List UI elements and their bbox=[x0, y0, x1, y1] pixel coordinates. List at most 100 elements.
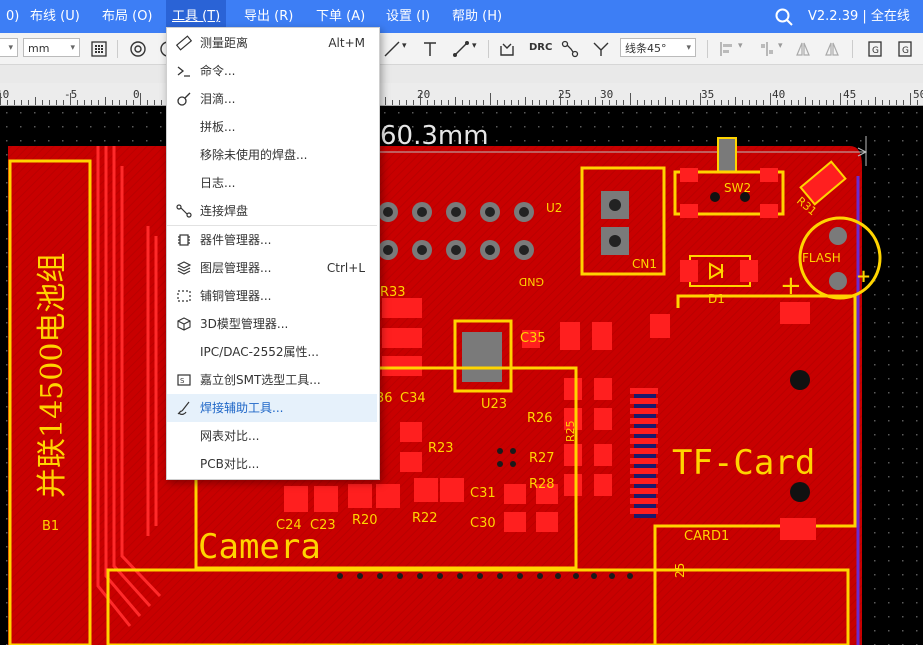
camera-label: Camera bbox=[198, 527, 321, 567]
menu-item-layer-manager[interactable]: 图层管理器... Ctrl+L bbox=[167, 254, 377, 282]
menu-item-connect-pads[interactable]: 连接焊盘 bbox=[167, 197, 377, 225]
r23-label: R23 bbox=[428, 441, 454, 456]
line-icon[interactable] bbox=[383, 40, 401, 58]
ruler-tick bbox=[441, 100, 442, 105]
menu-item-teardrop[interactable]: 泪滴... bbox=[167, 85, 377, 113]
menu-settings[interactable]: 设置 (I) bbox=[386, 9, 431, 24]
ruler-tick bbox=[49, 100, 50, 105]
dimension-text: 60.3mm bbox=[380, 121, 489, 151]
ruler-tick bbox=[154, 100, 155, 105]
ruler-tick bbox=[84, 100, 85, 105]
distribute-icon[interactable] bbox=[758, 40, 776, 58]
menu-item-smt-selector[interactable]: S 嘉立创SMT选型工具... bbox=[167, 366, 377, 394]
flip-vertical-icon[interactable] bbox=[823, 40, 841, 58]
grid-icon[interactable] bbox=[90, 40, 108, 58]
r27-label: R27 bbox=[529, 451, 555, 466]
chevron-down-icon[interactable]: ▾ bbox=[738, 41, 743, 51]
import-changes-icon[interactable] bbox=[498, 40, 516, 58]
menu-help[interactable]: 帮助 (H) bbox=[452, 9, 503, 24]
menu-routing[interactable]: 布线 (U) bbox=[30, 9, 80, 24]
ruler-tick bbox=[560, 93, 561, 105]
route-icon[interactable] bbox=[561, 40, 579, 58]
menu-item-pour-manager[interactable]: 铺铜管理器... bbox=[167, 282, 377, 310]
text-icon[interactable] bbox=[421, 40, 439, 58]
ruler-tick bbox=[126, 100, 127, 105]
ruler-tick bbox=[28, 100, 29, 105]
ruler-tick bbox=[539, 100, 540, 105]
trace-group-left bbox=[96, 146, 162, 627]
chevron-down-icon: ▾ bbox=[70, 43, 75, 53]
menu-item-label: 嘉立创SMT选型工具... bbox=[200, 373, 321, 387]
chevron-down-icon[interactable]: ▾ bbox=[778, 41, 783, 51]
dimension-icon[interactable] bbox=[452, 40, 470, 58]
chevron-down-icon: ▾ bbox=[8, 43, 13, 53]
menu-item-netlist-compare[interactable]: 网表对比... bbox=[167, 422, 377, 450]
menu-layout[interactable]: 布局 (O) bbox=[102, 9, 153, 24]
chip-icon bbox=[178, 234, 190, 246]
ruler-tick bbox=[63, 100, 64, 105]
pcb-board[interactable]: 60.3mm 并联14500电池组 B1 U2 GND CN1 SW2 R3 bbox=[0, 106, 923, 645]
menu-item-ipc-properties[interactable]: IPC/DAC-2552属性... bbox=[167, 338, 377, 366]
ruler-tick bbox=[889, 100, 890, 105]
r33-label: R33 bbox=[380, 285, 406, 300]
ruler-tick bbox=[525, 97, 526, 105]
menu-item-measure-distance[interactable]: 测量距离 Alt+M bbox=[167, 29, 377, 57]
menu-item-partial[interactable]: 0) bbox=[6, 9, 20, 24]
menu-item-pcb-compare[interactable]: PCB对比... bbox=[167, 450, 377, 478]
line-style-select[interactable]: 线条45°▾ bbox=[620, 38, 696, 57]
ruler-tick bbox=[105, 97, 106, 105]
ruler-tick bbox=[140, 93, 141, 105]
sw2-actuator bbox=[717, 137, 737, 173]
ruler-tick bbox=[896, 100, 897, 105]
ruler-tick bbox=[805, 97, 806, 105]
left-select[interactable]: ▾ bbox=[0, 38, 18, 57]
menu-export[interactable]: 导出 (R) bbox=[244, 9, 294, 24]
group-icon[interactable]: G bbox=[866, 40, 884, 58]
menu-item-label: 泪滴... bbox=[200, 92, 236, 106]
ruler-tick bbox=[420, 93, 421, 105]
ruler-tick bbox=[917, 100, 918, 105]
pcb-canvas[interactable]: 60.3mm 并联14500电池组 B1 U2 GND CN1 SW2 R3 bbox=[0, 106, 923, 645]
menu-item-shortcut: Alt+M bbox=[328, 36, 365, 50]
menu-item-panelize[interactable]: 拼板... bbox=[167, 113, 377, 141]
ruler-tick bbox=[91, 100, 92, 105]
cube-icon bbox=[177, 317, 191, 331]
ruler-label: 40 bbox=[772, 88, 786, 101]
menu-order[interactable]: 下单 (A) bbox=[316, 9, 366, 24]
header-pins bbox=[378, 202, 534, 260]
ruler-tick bbox=[546, 100, 547, 105]
toolbar-separator bbox=[852, 40, 853, 58]
menu-item-label: IPC/DAC-2552属性... bbox=[200, 345, 319, 359]
ruler-tick bbox=[112, 100, 113, 105]
ruler-tick bbox=[728, 100, 729, 105]
flip-horizontal-icon[interactable] bbox=[794, 40, 812, 58]
unit-select[interactable]: mm▾ bbox=[23, 38, 80, 57]
menu-item-soldering-assistant[interactable]: 焊接辅助工具... bbox=[167, 394, 377, 422]
menu-item-component-manager[interactable]: 器件管理器... bbox=[167, 226, 377, 254]
teardrop-icon bbox=[177, 92, 191, 106]
align-icon[interactable] bbox=[718, 40, 736, 58]
gnd-label: GND bbox=[519, 275, 544, 288]
fanout-icon[interactable] bbox=[592, 40, 610, 58]
via-icon[interactable] bbox=[129, 40, 147, 58]
ruler-tick bbox=[518, 100, 519, 105]
r25-label: R25 bbox=[564, 420, 577, 442]
ruler-tick bbox=[133, 100, 134, 105]
ungroup-icon[interactable]: G bbox=[896, 40, 914, 58]
chevron-down-icon[interactable]: ▾ bbox=[472, 41, 477, 51]
ruler-tick bbox=[497, 100, 498, 105]
smt-icon: S bbox=[177, 374, 191, 386]
menu-item-log[interactable]: 日志... bbox=[167, 169, 377, 197]
ruler-tick bbox=[903, 100, 904, 105]
menu-item-remove-unused-pads[interactable]: 移除未使用的焊盘... bbox=[167, 141, 377, 169]
tab-strip bbox=[0, 65, 923, 83]
menu-item-3d-model-manager[interactable]: 3D模型管理器... bbox=[167, 310, 377, 338]
ruler-tick bbox=[777, 100, 778, 105]
ruler-tick bbox=[14, 100, 15, 105]
menu-item-command[interactable]: 命令... bbox=[167, 57, 377, 85]
ruler-tick bbox=[511, 100, 512, 105]
u23-outline bbox=[453, 319, 513, 393]
search-icon[interactable] bbox=[774, 7, 794, 27]
drc-button[interactable]: DRC bbox=[529, 42, 553, 53]
chevron-down-icon[interactable]: ▾ bbox=[402, 41, 407, 51]
